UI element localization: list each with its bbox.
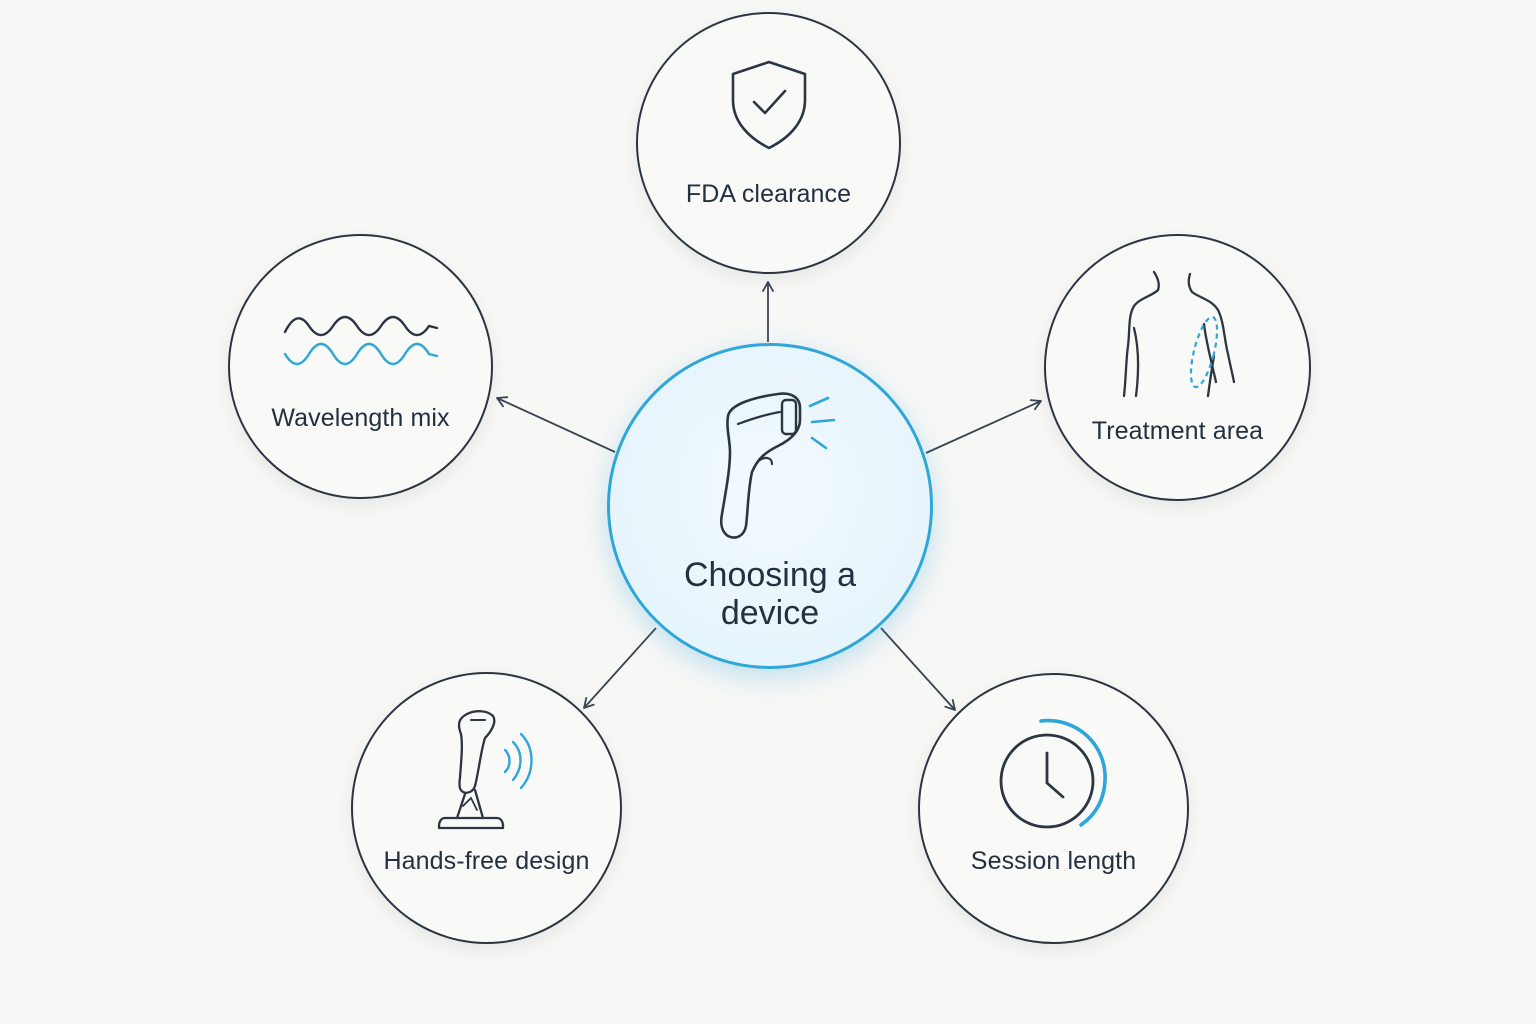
connector-wavelength xyxy=(496,396,616,453)
wave-icon xyxy=(283,315,438,366)
node-treatment-area: Treatment area xyxy=(1044,234,1311,501)
clock-icon xyxy=(999,718,1107,829)
shield-check-icon xyxy=(731,60,806,150)
body-torso-icon xyxy=(1122,270,1235,398)
node-wavelength-mix: Wavelength mix xyxy=(228,234,493,499)
handheld-device-icon xyxy=(719,392,836,539)
node-label-treatment: Treatment area xyxy=(1091,417,1264,445)
connector-session xyxy=(880,627,956,711)
node-label-fda: FDA clearance xyxy=(685,180,852,208)
connector-handsfree xyxy=(583,627,657,709)
central-node-label: Choosing a device xyxy=(683,556,856,632)
device-stand-icon xyxy=(437,710,533,830)
node-label-session: Session length xyxy=(970,847,1137,875)
node-session-length: Session length xyxy=(918,673,1189,944)
node-fda-clearance: FDA clearance xyxy=(636,12,901,274)
connector-treatment xyxy=(925,399,1042,454)
central-node: Choosing a device xyxy=(607,343,933,669)
node-label-handsfree: Hands-free design xyxy=(383,847,590,875)
node-hands-free-design: Hands-free design xyxy=(351,672,622,944)
node-label-wavelength: Wavelength mix xyxy=(271,404,450,432)
